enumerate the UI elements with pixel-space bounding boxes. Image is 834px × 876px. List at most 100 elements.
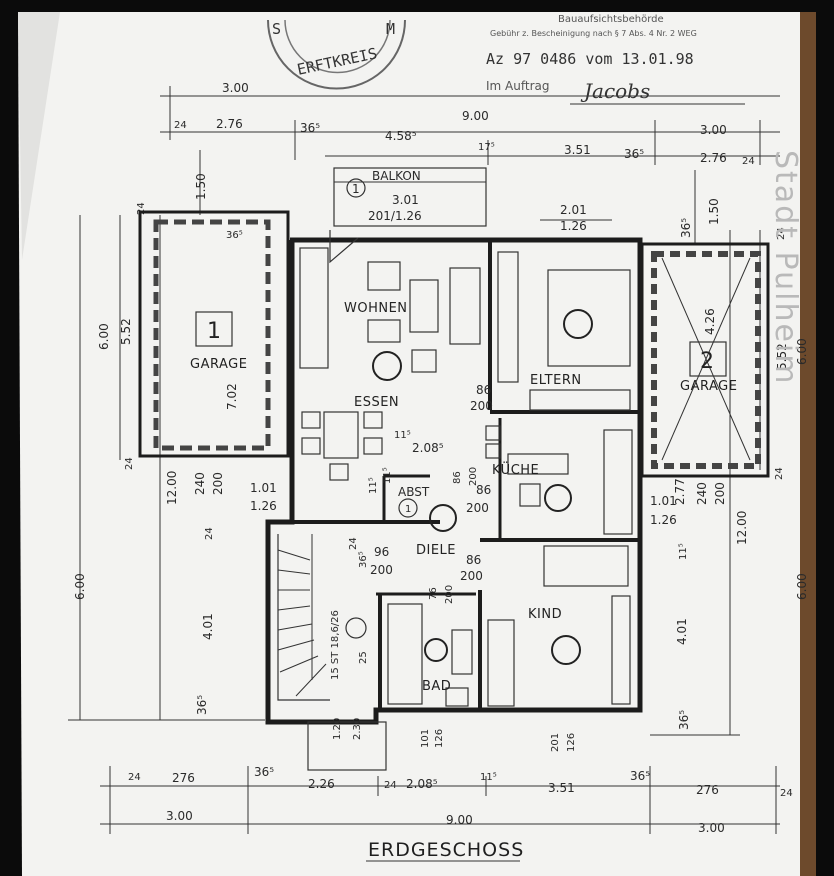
dim-right-277: 2.77 (673, 478, 687, 505)
dim-in-200c: 200 (466, 501, 489, 515)
window-eltern-height: 1.26 (560, 219, 587, 233)
dim-in-86d: 86 (466, 553, 481, 567)
room-kueche-label: KÜCHE (492, 461, 539, 478)
room-eltern-label: ELTERN (530, 373, 582, 388)
dim-bot-24b: 24 (384, 780, 397, 791)
dim-left-702: 7.02 (225, 383, 239, 410)
dim-in-76: 76 (428, 587, 439, 600)
dim-bot-276r: 276 (696, 783, 719, 797)
dim-in-200f: 200 (444, 585, 455, 604)
garage-left: 1 GARAGE (138, 210, 290, 458)
dim-in-200b: 200 (468, 467, 479, 486)
dim-left-600b: 6.00 (73, 573, 87, 600)
room-essen-label: ESSEN (354, 395, 399, 410)
stamp-signature: Jacobs (580, 79, 650, 103)
dim-in-86a: 86 (476, 383, 491, 397)
room-kind-label: KIND (528, 607, 562, 622)
stamp-ring-top: S (272, 20, 281, 38)
staircase: 15 ST 18,6/26 (277, 534, 367, 701)
dim-in-25: 25 (358, 651, 369, 664)
room-bad-label: BAD (422, 679, 451, 694)
left-dimensions: 1.50 24 6.00 5.52 7.02 24 12.00 240 200 … (68, 150, 277, 721)
dim-in-86b: 86 (452, 471, 463, 484)
dim-in-115c: 11⁵ (382, 467, 393, 484)
room-kueche-marker (544, 484, 572, 512)
room-kind-marker (551, 635, 581, 665)
room-wohnen-label: WOHNEN (344, 301, 408, 316)
dim-left-101: 1.01 (250, 481, 277, 495)
top-dimensions: 3.00 9.00 3.00 24 2.76 36⁵ 4.58⁵ 17⁵ 3.5… (160, 81, 780, 167)
bathroom: BAD (387, 603, 473, 707)
dim-right-365: 36⁵ (679, 218, 693, 238)
dim-bot-24a: 24 (128, 772, 141, 783)
side-stamp-text: Stadt Pulheim (768, 150, 803, 385)
stair-label: 15 ST 18,6/26 (330, 610, 341, 680)
dim-in-86c: 86 (476, 483, 491, 497)
window-eltern-width: 2.01 (560, 203, 587, 217)
room-eltern-marker (563, 309, 593, 339)
dim-left-365: 36⁵ (195, 695, 209, 715)
dim-top-276: 2.76 (216, 117, 243, 131)
dim-left-240: 240 (193, 472, 207, 495)
dim-bot-365a: 36⁵ (254, 765, 274, 779)
dim-top-276r: 2.76 (700, 151, 727, 165)
dim-top-300: 3.00 (222, 81, 249, 95)
dim-left-401: 4.01 (201, 613, 215, 640)
dim-right-426: 4.26 (703, 308, 717, 335)
dim-right-24b: 24 (774, 467, 785, 480)
dim-bot-115: 11⁵ (480, 772, 497, 783)
dim-in-365: 36⁵ (226, 230, 243, 241)
inner-dimensions: 36⁵ 86 200 11⁵ 2.08⁵ 11⁵ 11⁵ 86 200 86 2… (226, 230, 577, 752)
room-diele-marker (429, 504, 457, 532)
stamp-number: Az 97 0486 vom 13.01.98 (486, 50, 694, 68)
garage-right-label: GARAGE (680, 379, 737, 394)
dim-in-200d: 200 (370, 563, 393, 577)
dim-right-200: 200 (713, 482, 727, 505)
dim-bot-24c: 24 (780, 788, 793, 799)
dim-in-96: 96 (374, 545, 389, 559)
dim-top-24a: 24 (174, 120, 187, 131)
bedroom-kind: KIND (487, 545, 631, 707)
dim-bot-2085: 2.08⁵ (406, 777, 438, 791)
paper-shadow-left (18, 12, 60, 260)
dim-right-240: 240 (695, 482, 709, 505)
dim-left-600: 6.00 (97, 323, 111, 350)
dim-right-600: 6.00 (795, 338, 809, 365)
dim-right-150: 1.50 (707, 198, 721, 225)
dim-right-401: 4.01 (675, 618, 689, 645)
dim-bot-900: 9.00 (446, 813, 473, 827)
dim-right-101: 1.01 (650, 494, 677, 508)
plan-title: ERDGESCHOSS (368, 839, 524, 861)
dim-left-24c: 24 (204, 527, 215, 540)
wood-edge (800, 12, 816, 876)
room-wohnen-marker (372, 351, 402, 381)
garage-left-marker: 1 (207, 319, 221, 344)
garage-left-label: GARAGE (190, 357, 247, 372)
dim-in-2085: 2.08⁵ (412, 441, 444, 455)
dim-right-600b: 6.00 (795, 573, 809, 600)
living-area: WOHNEN ESSEN (299, 230, 481, 481)
dim-top-365a: 36⁵ (300, 121, 320, 135)
room-bad-marker (424, 638, 448, 662)
dim-left-200: 200 (211, 472, 225, 495)
stamp-note: Gebühr z. Bescheinigung nach § 7 Abs. 4 … (490, 29, 697, 38)
approval-stamp: S M ERFTKREIS Bauaufsichtsbehörde Gebühr… (267, 14, 745, 105)
dim-bot-276: 276 (172, 771, 195, 785)
dim-left-24: 24 (136, 202, 147, 215)
balkon-opening: 201/1.26 (368, 209, 422, 223)
dim-top-24b: 24 (742, 156, 755, 167)
dim-left-126: 1.26 (250, 499, 277, 513)
dim-left-1200: 12.00 (165, 471, 179, 505)
dim-right-24: 24 (776, 227, 787, 240)
dim-left-150: 1.50 (194, 173, 208, 200)
dim-top-351: 3.51 (564, 143, 591, 157)
dim-right-1200: 12.00 (735, 511, 749, 545)
dim-top-900: 9.00 (462, 109, 489, 123)
stamp-authority: Bauaufsichtsbehörde (558, 14, 664, 25)
stamp-im-auftrag: Im Auftrag (486, 79, 549, 93)
dim-in-126: 126 (434, 729, 445, 748)
dim-bot-351: 3.51 (548, 781, 575, 795)
dim-in-24: 24 (348, 537, 359, 550)
dim-in-101: 101 (420, 729, 431, 748)
